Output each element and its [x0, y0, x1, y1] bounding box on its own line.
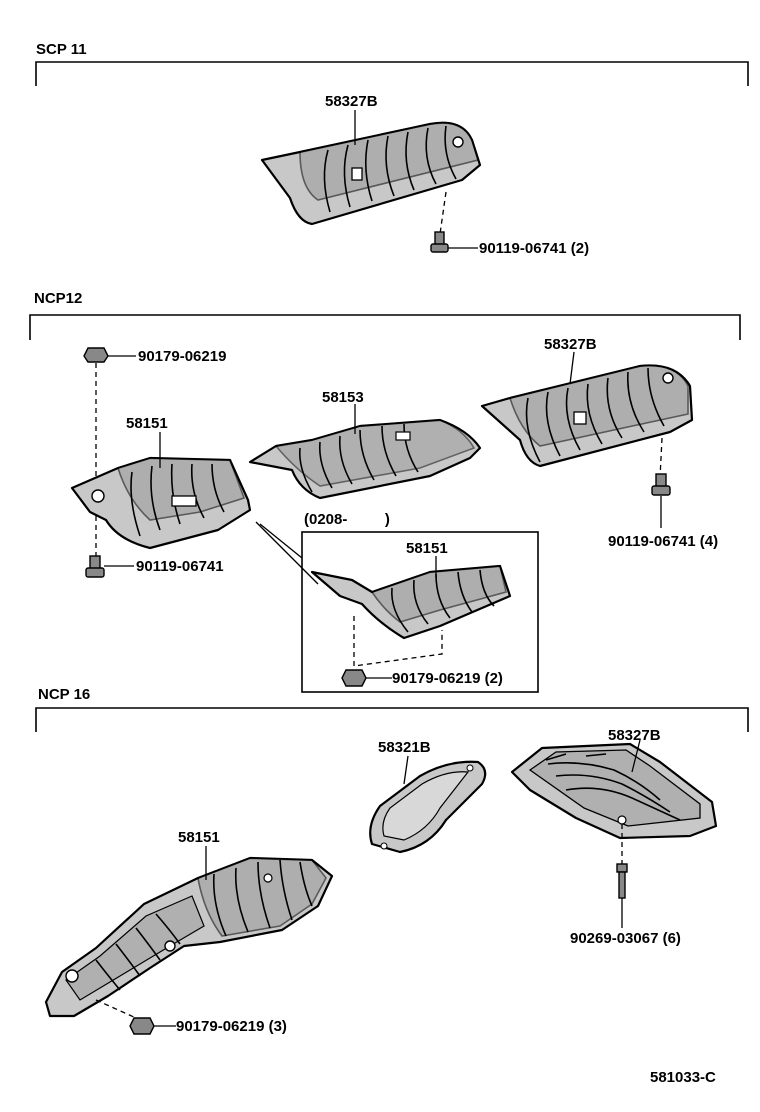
heat-shield-58151-ncp12 [70, 456, 252, 550]
heat-shield-58151-inset [310, 564, 512, 640]
label-ncp16-rear: 58327B [608, 727, 661, 744]
heat-shield-58327b-ncp12 [480, 364, 694, 468]
label-inset-nut: 90179-06219 (2) [392, 670, 503, 687]
nut-ncp16 [129, 1017, 155, 1035]
label-scp11-bolt: 90119-06741 (2) [479, 240, 589, 257]
label-ncp16-insulator: 58321B [378, 739, 431, 756]
label-ncp12-front: 58151 [126, 415, 168, 432]
section-title-scp11: SCP 11 [36, 41, 87, 58]
heat-shield-58151-ncp16 [44, 856, 334, 1018]
heat-shield-58327b-scp11 [260, 121, 482, 226]
label-inset-date: (0208- ) [304, 511, 390, 528]
label-scp11-cover: 58327B [325, 93, 378, 110]
heat-shield-58327b-ncp16 [510, 742, 718, 840]
section-scp11: SCP 11 58327B 90119-06741 (2) [35, 41, 749, 257]
bolt-ncp12-left [85, 555, 105, 578]
section-bracket-ncp12 [29, 314, 741, 340]
clip-ncp16 [616, 863, 628, 899]
bolt-ncp12-right [651, 473, 671, 496]
heat-shield-58153-ncp12 [248, 418, 482, 500]
bolt-scp11 [430, 231, 449, 253]
section-bracket-ncp16 [35, 707, 749, 732]
section-title-ncp16: NCP 16 [38, 686, 90, 703]
label-ncp12-nut-top: 90179-06219 [138, 348, 226, 365]
inset-0208: (0208- ) 58151 90179-06219 (2) [255, 511, 539, 693]
label-ncp16-front: 58151 [178, 829, 220, 846]
label-ncp16-clip: 90269-03067 (6) [570, 930, 681, 947]
nut-inset [341, 669, 367, 687]
section-bracket-scp11 [35, 61, 749, 86]
nut-ncp12-top [83, 347, 109, 363]
label-ncp12-rear: 58327B [544, 336, 597, 353]
label-ncp12-bolt-left: 90119-06741 [136, 558, 224, 575]
label-ncp12-bolt-right: 90119-06741 (4) [608, 533, 718, 550]
label-ncp16-nut: 90179-06219 (3) [176, 1018, 287, 1035]
insulator-58321b [369, 760, 487, 854]
section-ncp16: NCP 16 58321B 58327B 90269-03 [35, 686, 749, 1035]
label-ncp12-center: 58153 [322, 389, 364, 406]
section-ncp12: NCP12 90179-06219 58151 90119-0 [29, 290, 741, 693]
section-title-ncp12: NCP12 [34, 290, 82, 307]
figure-code: 581033-C [650, 1069, 716, 1086]
label-inset-part: 58151 [406, 540, 448, 557]
